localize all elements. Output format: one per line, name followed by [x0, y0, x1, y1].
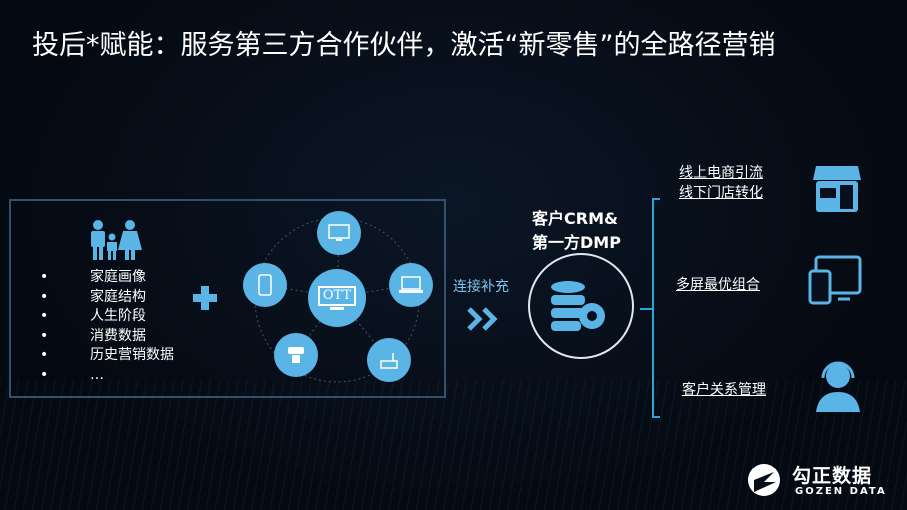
bullet-text: 历史营销数据 — [90, 347, 174, 363]
ott-label: OTT — [317, 286, 357, 306]
storefront-icon — [813, 166, 861, 212]
link-multi-screen[interactable]: 多屏最优组合 — [676, 277, 760, 293]
customer-service-icon — [816, 361, 860, 412]
ott-hub: OTT — [308, 269, 366, 327]
list-item: •家庭结构 — [40, 288, 174, 308]
bullet-list: •家庭画像 •家庭结构 •人生阶段 •消费数据 •历史营销数据 •… — [40, 268, 174, 385]
camera-node — [274, 333, 318, 377]
bullet-text: 消费数据 — [90, 327, 146, 344]
list-item: •人生阶段 — [40, 307, 174, 327]
crm-line1: 客户CRM& — [532, 209, 618, 228]
plus-icon-vertical — [201, 286, 209, 310]
crm-dmp-heading: 客户CRM&第一方DMP — [532, 207, 621, 255]
crm-line2: 第一方DMP — [532, 233, 621, 252]
phone-icon — [258, 274, 272, 296]
logo-en: GOZEN DATA — [795, 486, 887, 497]
tv-icon — [328, 224, 350, 241]
link-crm[interactable]: 客户关系管理 — [682, 382, 766, 398]
list-item: •家庭画像 — [40, 268, 174, 288]
link-line1[interactable]: 线上电商引流 — [679, 165, 763, 181]
data-source-panel — [9, 199, 446, 398]
laptop-icon — [399, 276, 423, 293]
camera-icon — [288, 347, 304, 363]
double-chevron-right-icon — [467, 307, 498, 331]
connect-label: 连接补充 — [453, 279, 509, 295]
bullet-text: 人生阶段 — [90, 308, 146, 324]
database-gear-icon — [551, 281, 605, 331]
link-line2[interactable]: 线下门店转化 — [679, 185, 763, 201]
list-item: •历史营销数据 — [40, 346, 174, 366]
laptop-node — [389, 263, 433, 307]
monitor-stand-icon — [330, 307, 344, 310]
bullet-text: … — [90, 366, 104, 383]
database-circle — [528, 253, 634, 359]
logo-cn: 勾正数据 — [792, 465, 873, 487]
list-item: •消费数据 — [40, 327, 174, 347]
page-title: 投后*赋能：服务第三方合作伙伴，激活“新零售”的全路径营销 — [32, 30, 776, 61]
bracket-stub — [640, 308, 653, 310]
multi-screen-icon — [808, 255, 862, 305]
router-icon — [380, 353, 398, 369]
family-icon — [91, 220, 142, 260]
phone-node — [243, 263, 287, 307]
gozen-logo-icon — [748, 464, 780, 496]
list-item: •… — [40, 366, 174, 386]
tv-node — [317, 211, 361, 255]
link-online-offline[interactable]: 线上电商引流线下门店转化 — [679, 163, 763, 203]
bullet-text: 家庭结构 — [90, 288, 146, 305]
router-node — [367, 338, 411, 382]
bullet-text: 家庭画像 — [90, 269, 146, 285]
bracket-divider — [652, 198, 660, 418]
